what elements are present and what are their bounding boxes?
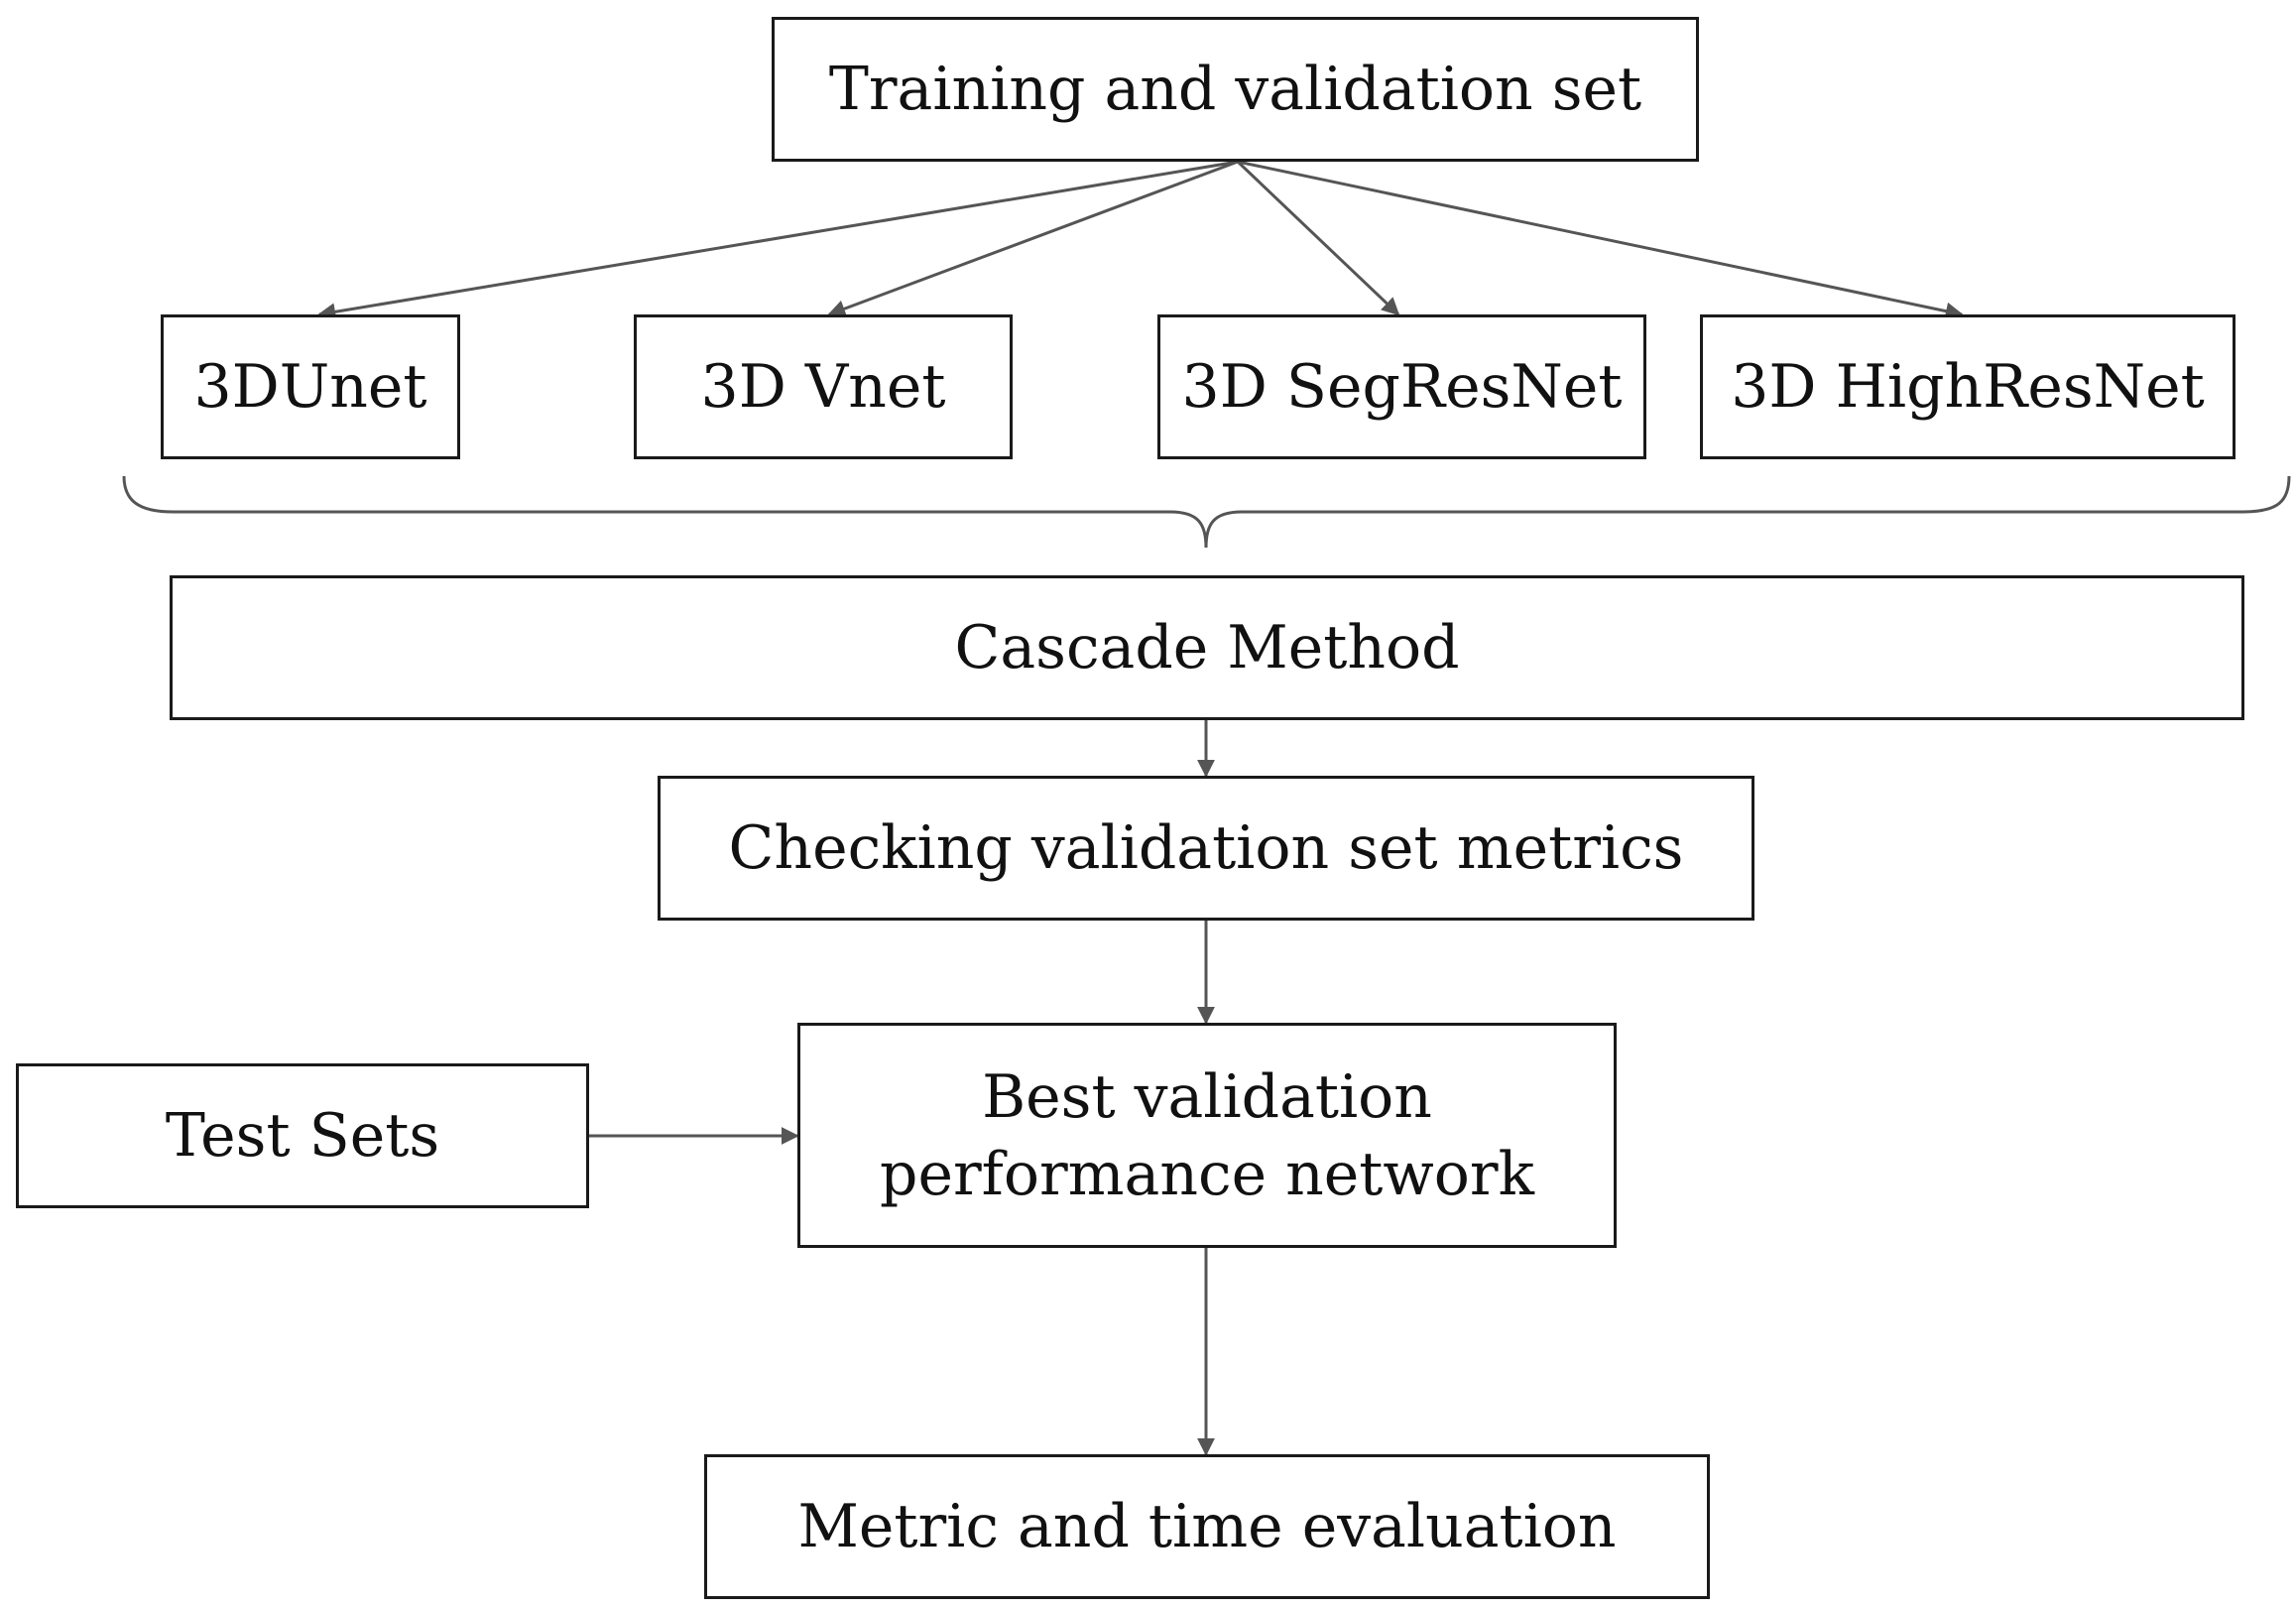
training-validation-set-box: Training and validation set: [772, 17, 1699, 162]
best-validation-line2: performance network: [880, 1139, 1534, 1209]
checking-validation-metrics-box: Checking validation set metrics: [658, 776, 1754, 921]
arrow-train-to-segresnet: [1236, 160, 1400, 316]
best-validation-line1: Best validation: [982, 1061, 1432, 1132]
3d-segresnet-label: 3D SegResNet: [1181, 352, 1623, 422]
3dunet-box: 3DUnet: [161, 314, 460, 459]
arrow-train-to-vnet: [827, 160, 1239, 317]
3d-highresnet-label: 3D HighResNet: [1731, 352, 2205, 422]
arrow-train-to-unet: [317, 160, 1239, 321]
cascade-method-box: Cascade Method: [170, 575, 2244, 720]
checking-validation-metrics-label: Checking validation set metrics: [728, 813, 1684, 883]
3dunet-label: 3DUnet: [193, 352, 427, 422]
metric-time-evaluation-label: Metric and time evaluation: [797, 1492, 1617, 1561]
curly-brace: [122, 475, 2291, 549]
3d-vnet-box: 3D Vnet: [634, 314, 1013, 459]
metric-time-evaluation-box: Metric and time evaluation: [704, 1454, 1710, 1599]
test-sets-label: Test Sets: [165, 1101, 440, 1171]
3d-segresnet-box: 3D SegResNet: [1157, 314, 1646, 459]
best-validation-network-box: Best validation performance network: [797, 1023, 1617, 1248]
arrow-train-to-highresnet: [1237, 160, 1964, 320]
test-sets-box: Test Sets: [16, 1063, 589, 1208]
training-validation-set-label: Training and validation set: [828, 55, 1642, 124]
cascade-method-label: Cascade Method: [954, 613, 1460, 682]
3d-highresnet-box: 3D HighResNet: [1700, 314, 2236, 459]
3d-vnet-label: 3D Vnet: [700, 352, 946, 422]
